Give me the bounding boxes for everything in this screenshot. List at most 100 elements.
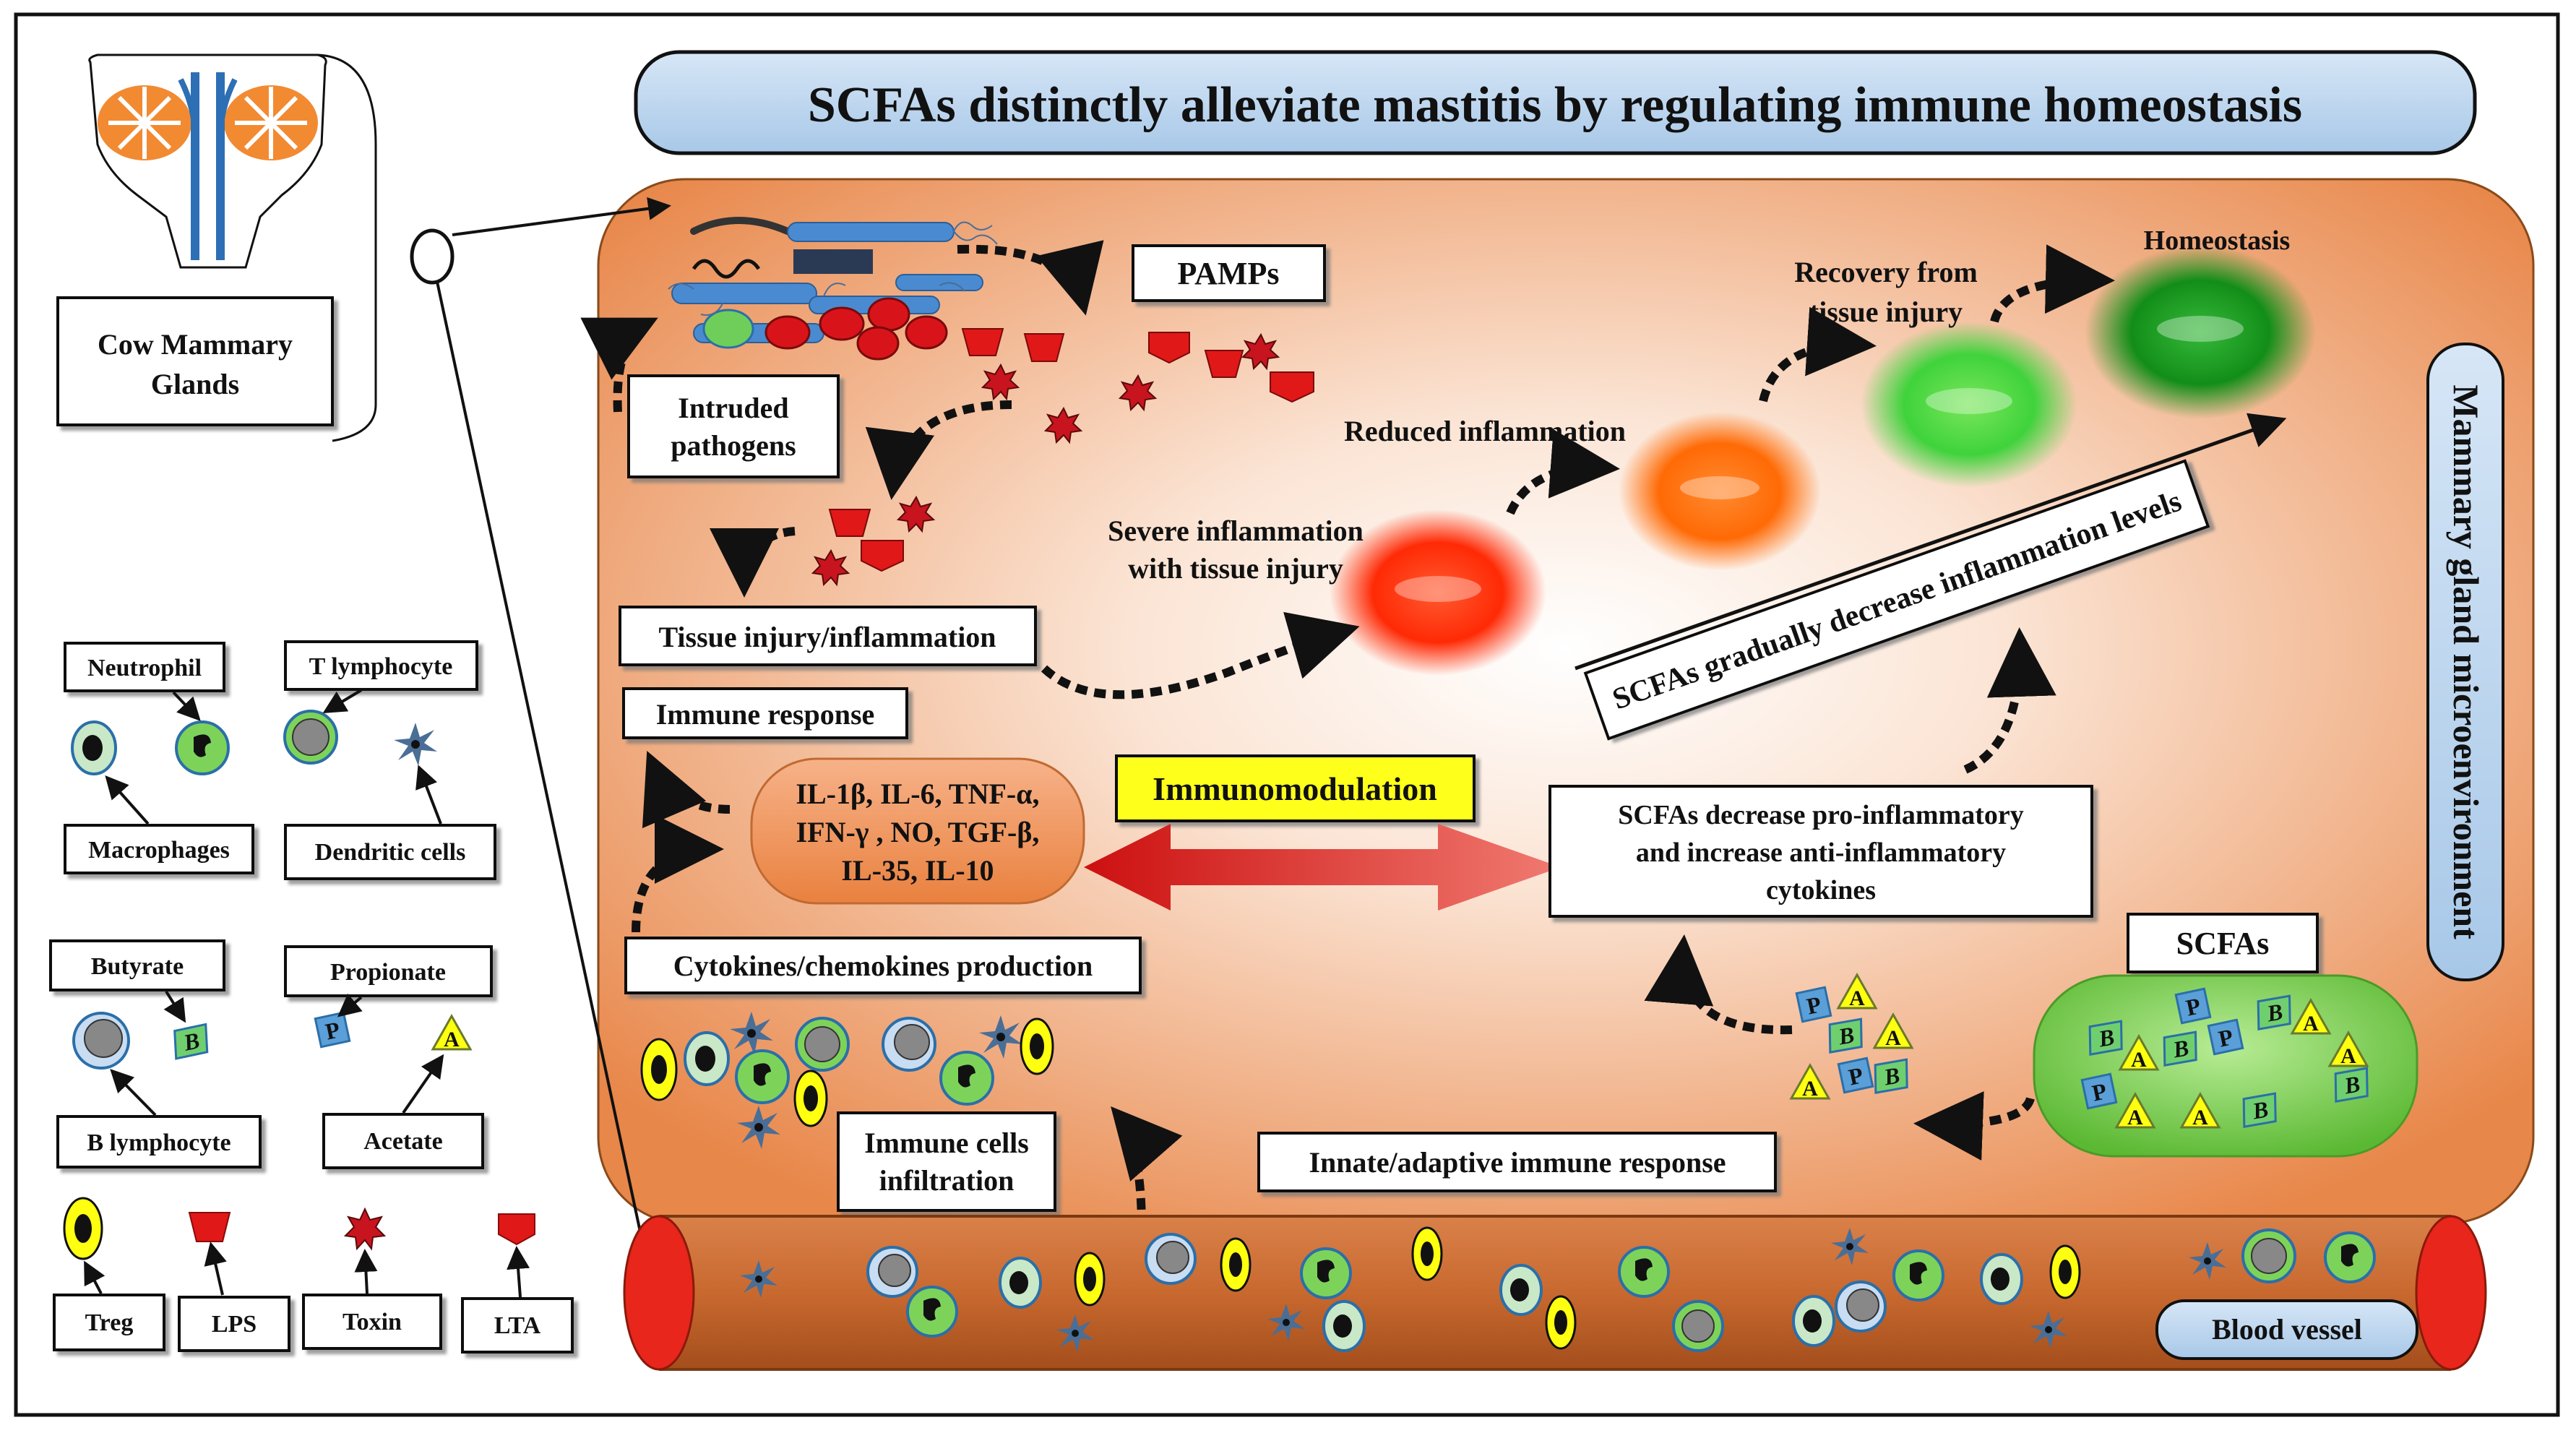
svg-text:Tissue injury/inflammation: Tissue injury/inflammation: [658, 621, 996, 653]
cow-mammary-illustration: [88, 53, 377, 442]
immune-response-label: Immune response: [622, 687, 908, 739]
legend: Neutrophil T lymphocyte Macrophages Dend…: [49, 640, 574, 1354]
vertical-banner-label: Mammary gland microenvironment: [2446, 384, 2486, 939]
vertical-banner: Mammary gland microenvironment: [2426, 343, 2504, 981]
svg-text:A: A: [2192, 1106, 2208, 1129]
t-lymphocyte-icon: [283, 710, 338, 765]
legend-propionate: Propionate: [284, 945, 493, 997]
neutrophil-icon: [175, 720, 230, 775]
legend-acetate: Acetate: [322, 1113, 484, 1169]
svg-text:Glands: Glands: [151, 368, 239, 400]
severe-inflammation-blob: [1330, 509, 1546, 676]
svg-text:IFN-γ , NO, TGF-β,: IFN-γ , NO, TGF-β,: [796, 816, 1040, 848]
svg-text:Treg: Treg: [85, 1309, 134, 1336]
severe-inflammation-label-2: with tissue injury: [1128, 552, 1343, 585]
scfas-label: SCFAs: [2127, 913, 2319, 973]
svg-text:IL-1β, IL-6, TNF-α,: IL-1β, IL-6, TNF-α,: [796, 778, 1039, 810]
pamp-molecules: [811, 328, 1314, 587]
cow-mammary-label: Cow Mammary Glands: [56, 296, 334, 426]
legend-macrophages: Macrophages: [64, 824, 254, 874]
innate-adaptive-label: Innate/adaptive immune response: [1257, 1132, 1777, 1192]
pamps-label: PAMPs: [1132, 244, 1326, 302]
scfa-molecules: B A B P P B A A B P A A B P A B A A P B: [1789, 972, 2369, 1129]
svg-text:A: A: [444, 1028, 460, 1051]
intruded-pathogens-label: Intruded pathogens: [627, 374, 840, 478]
bidirectional-arrow: [1084, 824, 1561, 911]
svg-text:PAMPs: PAMPs: [1178, 256, 1280, 291]
svg-text:Cow Mammary: Cow Mammary: [98, 328, 293, 361]
svg-text:Innate/adaptive immune respons: Innate/adaptive immune response: [1309, 1146, 1726, 1179]
zoom-line-top: [452, 197, 671, 236]
svg-text:Immune response: Immune response: [656, 698, 875, 731]
immune-cells-infiltration-label: Immune cells infiltration: [837, 1111, 1056, 1212]
svg-text:A: A: [2127, 1106, 2143, 1129]
pathogen-cluster: [668, 217, 998, 361]
homeostasis-label: Homeostasis: [2144, 225, 2291, 256]
svg-text:SCFAs: SCFAs: [2176, 926, 2270, 961]
recovery-label-1: Recovery from: [1794, 256, 1978, 288]
svg-text:Toxin: Toxin: [343, 1309, 402, 1335]
vessel-immune-cells: [740, 1226, 2376, 1352]
legend-b-lymphocyte: B lymphocyte: [56, 1115, 262, 1169]
svg-text:Immunomodulation: Immunomodulation: [1153, 770, 1437, 807]
svg-text:A: A: [2303, 1012, 2319, 1036]
recovery-blob: [1861, 322, 2077, 488]
butyrate-icon: B: [173, 1023, 209, 1060]
gradient-arrow: [1575, 413, 2287, 671]
svg-text:Cytokines/chemokines productio: Cytokines/chemokines production: [673, 950, 1093, 982]
flow-arrows: [580, 240, 2115, 1229]
lps-icon: [188, 1212, 231, 1242]
zoom-line-bottom: [436, 281, 658, 1282]
svg-text:B lymphocyte: B lymphocyte: [87, 1129, 231, 1156]
page-title: SCFAs distinctly alleviate mastitis by r…: [808, 77, 2302, 133]
zoom-origin-circle: [410, 228, 455, 285]
b-lymphocyte-icon: [72, 1012, 130, 1070]
reduced-inflammation-blob: [1619, 412, 1821, 571]
cytokine-list-pill: IL-1β, IL-6, TNF-α, IFN-γ , NO, TGF-β, I…: [750, 757, 1085, 905]
svg-text:T lymphocyte: T lymphocyte: [309, 653, 453, 680]
svg-text:A: A: [1802, 1077, 1818, 1101]
svg-text:A: A: [1885, 1026, 1901, 1050]
recovery-label-2: tissue injury: [1809, 296, 1963, 328]
homeostasis-blob: [2085, 246, 2316, 419]
svg-text:SCFAs decrease pro-inflammator: SCFAs decrease pro-inflammatory: [1618, 800, 2023, 830]
immunomodulation-label: Immunomodulation: [1115, 754, 1476, 822]
dendritic-cell-icon: [394, 723, 437, 766]
svg-text:Neutrophil: Neutrophil: [87, 655, 202, 681]
treg-icon: [63, 1197, 103, 1260]
svg-text:Acetate: Acetate: [363, 1128, 442, 1155]
severe-inflammation-label-1: Severe inflammation: [1108, 515, 1364, 547]
svg-text:Blood vessel: Blood vessel: [2212, 1313, 2362, 1346]
cytokines-production-label: Cytokines/chemokines production: [624, 937, 1142, 994]
reduced-inflammation-label: Reduced inflammation: [1344, 415, 1626, 447]
lta-icon: [498, 1213, 535, 1246]
legend-toxin: Toxin: [302, 1294, 442, 1350]
svg-text:A: A: [2131, 1048, 2147, 1072]
blood-vessel-label: Blood vessel: [2155, 1299, 2418, 1360]
svg-text:IL-35, IL-10: IL-35, IL-10: [841, 854, 994, 887]
svg-text:cytokines: cytokines: [1766, 875, 1876, 905]
acetate-icon: A: [431, 1013, 473, 1051]
svg-text:A: A: [1849, 986, 1865, 1010]
tissue-immune-cells: [640, 1012, 1054, 1149]
legend-t-lymphocyte: T lymphocyte: [284, 640, 478, 691]
legend-dendritic-cells: Dendritic cells: [284, 824, 496, 880]
scfa-effect-label: SCFAs decrease pro-inflammatory and incr…: [1548, 785, 2093, 918]
svg-text:LPS: LPS: [212, 1311, 257, 1338]
svg-text:Macrophages: Macrophages: [88, 837, 230, 864]
legend-butyrate: Butyrate: [49, 939, 225, 991]
tissue-injury-label: Tissue injury/inflammation: [619, 606, 1037, 666]
svg-text:Dendritic cells: Dendritic cells: [315, 839, 466, 866]
svg-text:LTA: LTA: [494, 1312, 541, 1339]
legend-lps: LPS: [178, 1296, 290, 1352]
svg-text:infiltration: infiltration: [879, 1164, 1015, 1197]
legend-treg: Treg: [53, 1294, 165, 1351]
svg-text:and increase anti-inflammatory: and increase anti-inflammatory: [1636, 838, 2006, 868]
toxin-icon: [343, 1207, 387, 1251]
svg-text:pathogens: pathogens: [671, 429, 796, 462]
title-banner: SCFAs distinctly alleviate mastitis by r…: [634, 50, 2477, 155]
svg-text:Intruded: Intruded: [678, 392, 788, 424]
svg-text:Propionate: Propionate: [330, 959, 446, 986]
macrophage-icon: [71, 720, 117, 775]
svg-text:Butyrate: Butyrate: [91, 953, 184, 980]
